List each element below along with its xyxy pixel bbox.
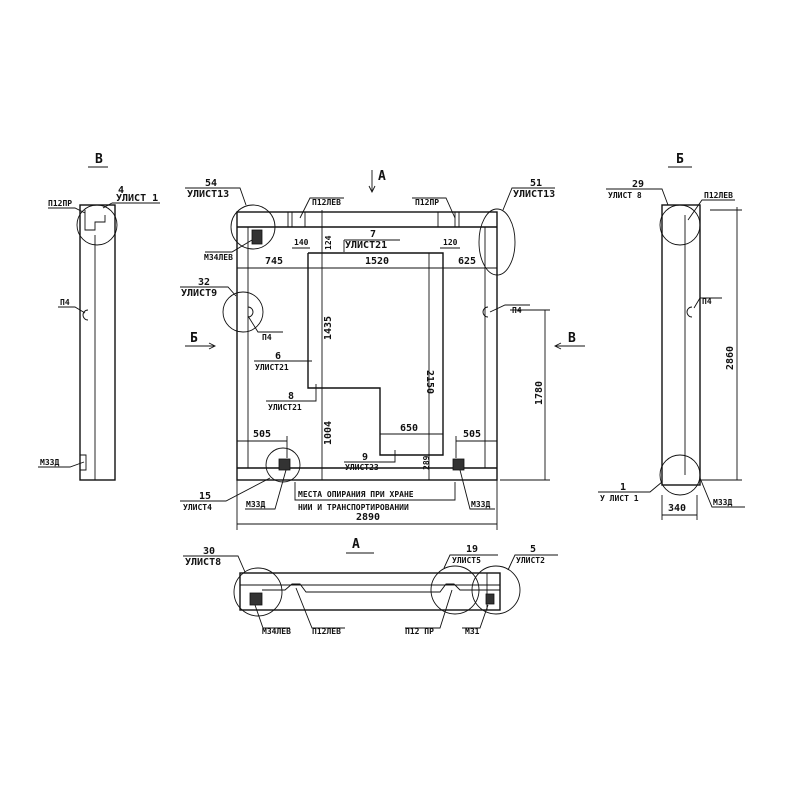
callout-7-num: 7 [370,229,376,240]
embedded-part-m34 [251,229,263,245]
view-b-label: Б [676,152,684,167]
main-plan: А Б В 54 УЛИСТ13 51 УЛИСТ13 [180,169,585,530]
dim-340: 340 [668,503,686,514]
view-a: А 30 УЛИСТ8 19 УЛИСТ5 5 УЛИСТ2 М34ЛЕВ П1… [183,537,558,636]
note-support-line1: МЕСТА ОПИРАНИЯ ПРИ ХРАНЕ [298,490,414,499]
callout-9-sheet: УЛИСТ23 [345,463,379,472]
label-p4-left: П4 [262,333,272,342]
callout-9-num: 9 [362,452,368,463]
detail-circle [76,204,118,246]
label-p12: П12ПР [48,199,72,208]
callout-29-sheet: УЛИСТ 8 [608,191,642,200]
dim-505-right: 505 [463,429,481,440]
callout-1-num: 1 [620,482,626,493]
callout-30-num: 30 [203,546,215,557]
callout-19-num: 19 [466,544,478,555]
label-m33: М33Д [713,498,732,507]
callout-7-sheet: УЛИСТ21 [345,240,387,251]
label-p12lev: П12ЛЕВ [312,627,341,636]
dim-289: 289 [422,455,431,470]
note-support-line2: НИИ И ТРАНСПОРТИРОВАНИИ [298,503,409,512]
section-arrow-b-label: Б [190,331,198,346]
callout-54-sheet: УЛИСТ13 [187,189,229,200]
label-m31: М31 [465,627,480,636]
label-p12lev: П12ЛЕВ [312,198,341,207]
label-m33-left: М33Д [246,500,265,509]
callout-8-sheet: УЛИСТ21 [268,403,302,412]
embedded-part-m33-left [278,458,291,471]
label-m34lev: М34ЛЕВ [204,253,233,262]
label-p12lev: П12ЛЕВ [704,191,733,200]
dim-2890: 2890 [356,512,380,523]
label-p12pr: П12 ПР [405,627,434,636]
callout-num: 4 [118,185,124,196]
panel-side-outline [79,204,116,481]
callout-8-num: 8 [288,391,294,402]
callout-5-num: 5 [530,544,536,555]
callout-54-num: 54 [205,178,217,189]
dim-120: 120 [443,238,458,247]
callout-51-num: 51 [530,178,542,189]
label-m33: М33Д [40,458,59,467]
label-p4: П4 [60,298,70,307]
panel-side-outline [661,204,701,486]
panel-bottom-outline [239,572,501,611]
view-a-label: А [352,537,360,552]
callout-30-sheet: УЛИСТ8 [185,557,221,568]
label-m33-right: М33Д [471,500,490,509]
callout-6-sheet: УЛИСТ21 [255,363,289,372]
callout-32-sheet: УЛИСТ9 [181,288,217,299]
dim-140: 140 [294,238,309,247]
callout-32-num: 32 [198,277,210,288]
label-p12pr: П12ПР [415,198,439,207]
dim-1004: 1004 [323,421,334,445]
dim-745: 745 [265,256,283,267]
callout-5-sheet: УЛИСТ2 [516,556,545,565]
label-p4-right: П4 [512,306,522,315]
section-arrow-v-label: В [568,331,576,346]
dim-1780: 1780 [534,381,545,405]
panel-outline [236,211,498,481]
callout-19-sheet: УЛИСТ5 [452,556,481,565]
callout-29-num: 29 [632,179,644,190]
callout-15-sheet: УЛИСТ4 [183,503,212,512]
dim-505-left: 505 [253,429,271,440]
dim-2150: 2150 [424,370,435,394]
view-v: В 4 УЛИСТ 1 П12ПР П4 М33Д [38,152,160,481]
view-b: Б 29 УЛИСТ 8 П12ЛЕВ П4 1 У ЛИСТ 1 М33Д 2… [598,152,745,520]
callout-1-sheet: У ЛИСТ 1 [600,494,639,503]
label-p4: П4 [702,297,712,306]
dim-124: 124 [324,235,333,250]
window-opening [307,252,444,456]
embedded-part-m33-right [452,458,465,471]
callout-sheet: УЛИСТ 1 [116,193,158,204]
dim-1435: 1435 [323,316,334,340]
dim-2860: 2860 [725,346,736,370]
dim-1520: 1520 [365,256,389,267]
label-m34lev: М34ЛЕВ [262,627,291,636]
callout-15-num: 15 [199,491,211,502]
view-v-label: В [95,152,103,167]
section-arrow-a-label: А [378,169,386,184]
dim-650: 650 [400,423,418,434]
callout-51-sheet: УЛИСТ13 [513,189,555,200]
loop-p4-icon [82,309,89,321]
callout-6-num: 6 [275,351,281,362]
dim-625: 625 [458,256,476,267]
